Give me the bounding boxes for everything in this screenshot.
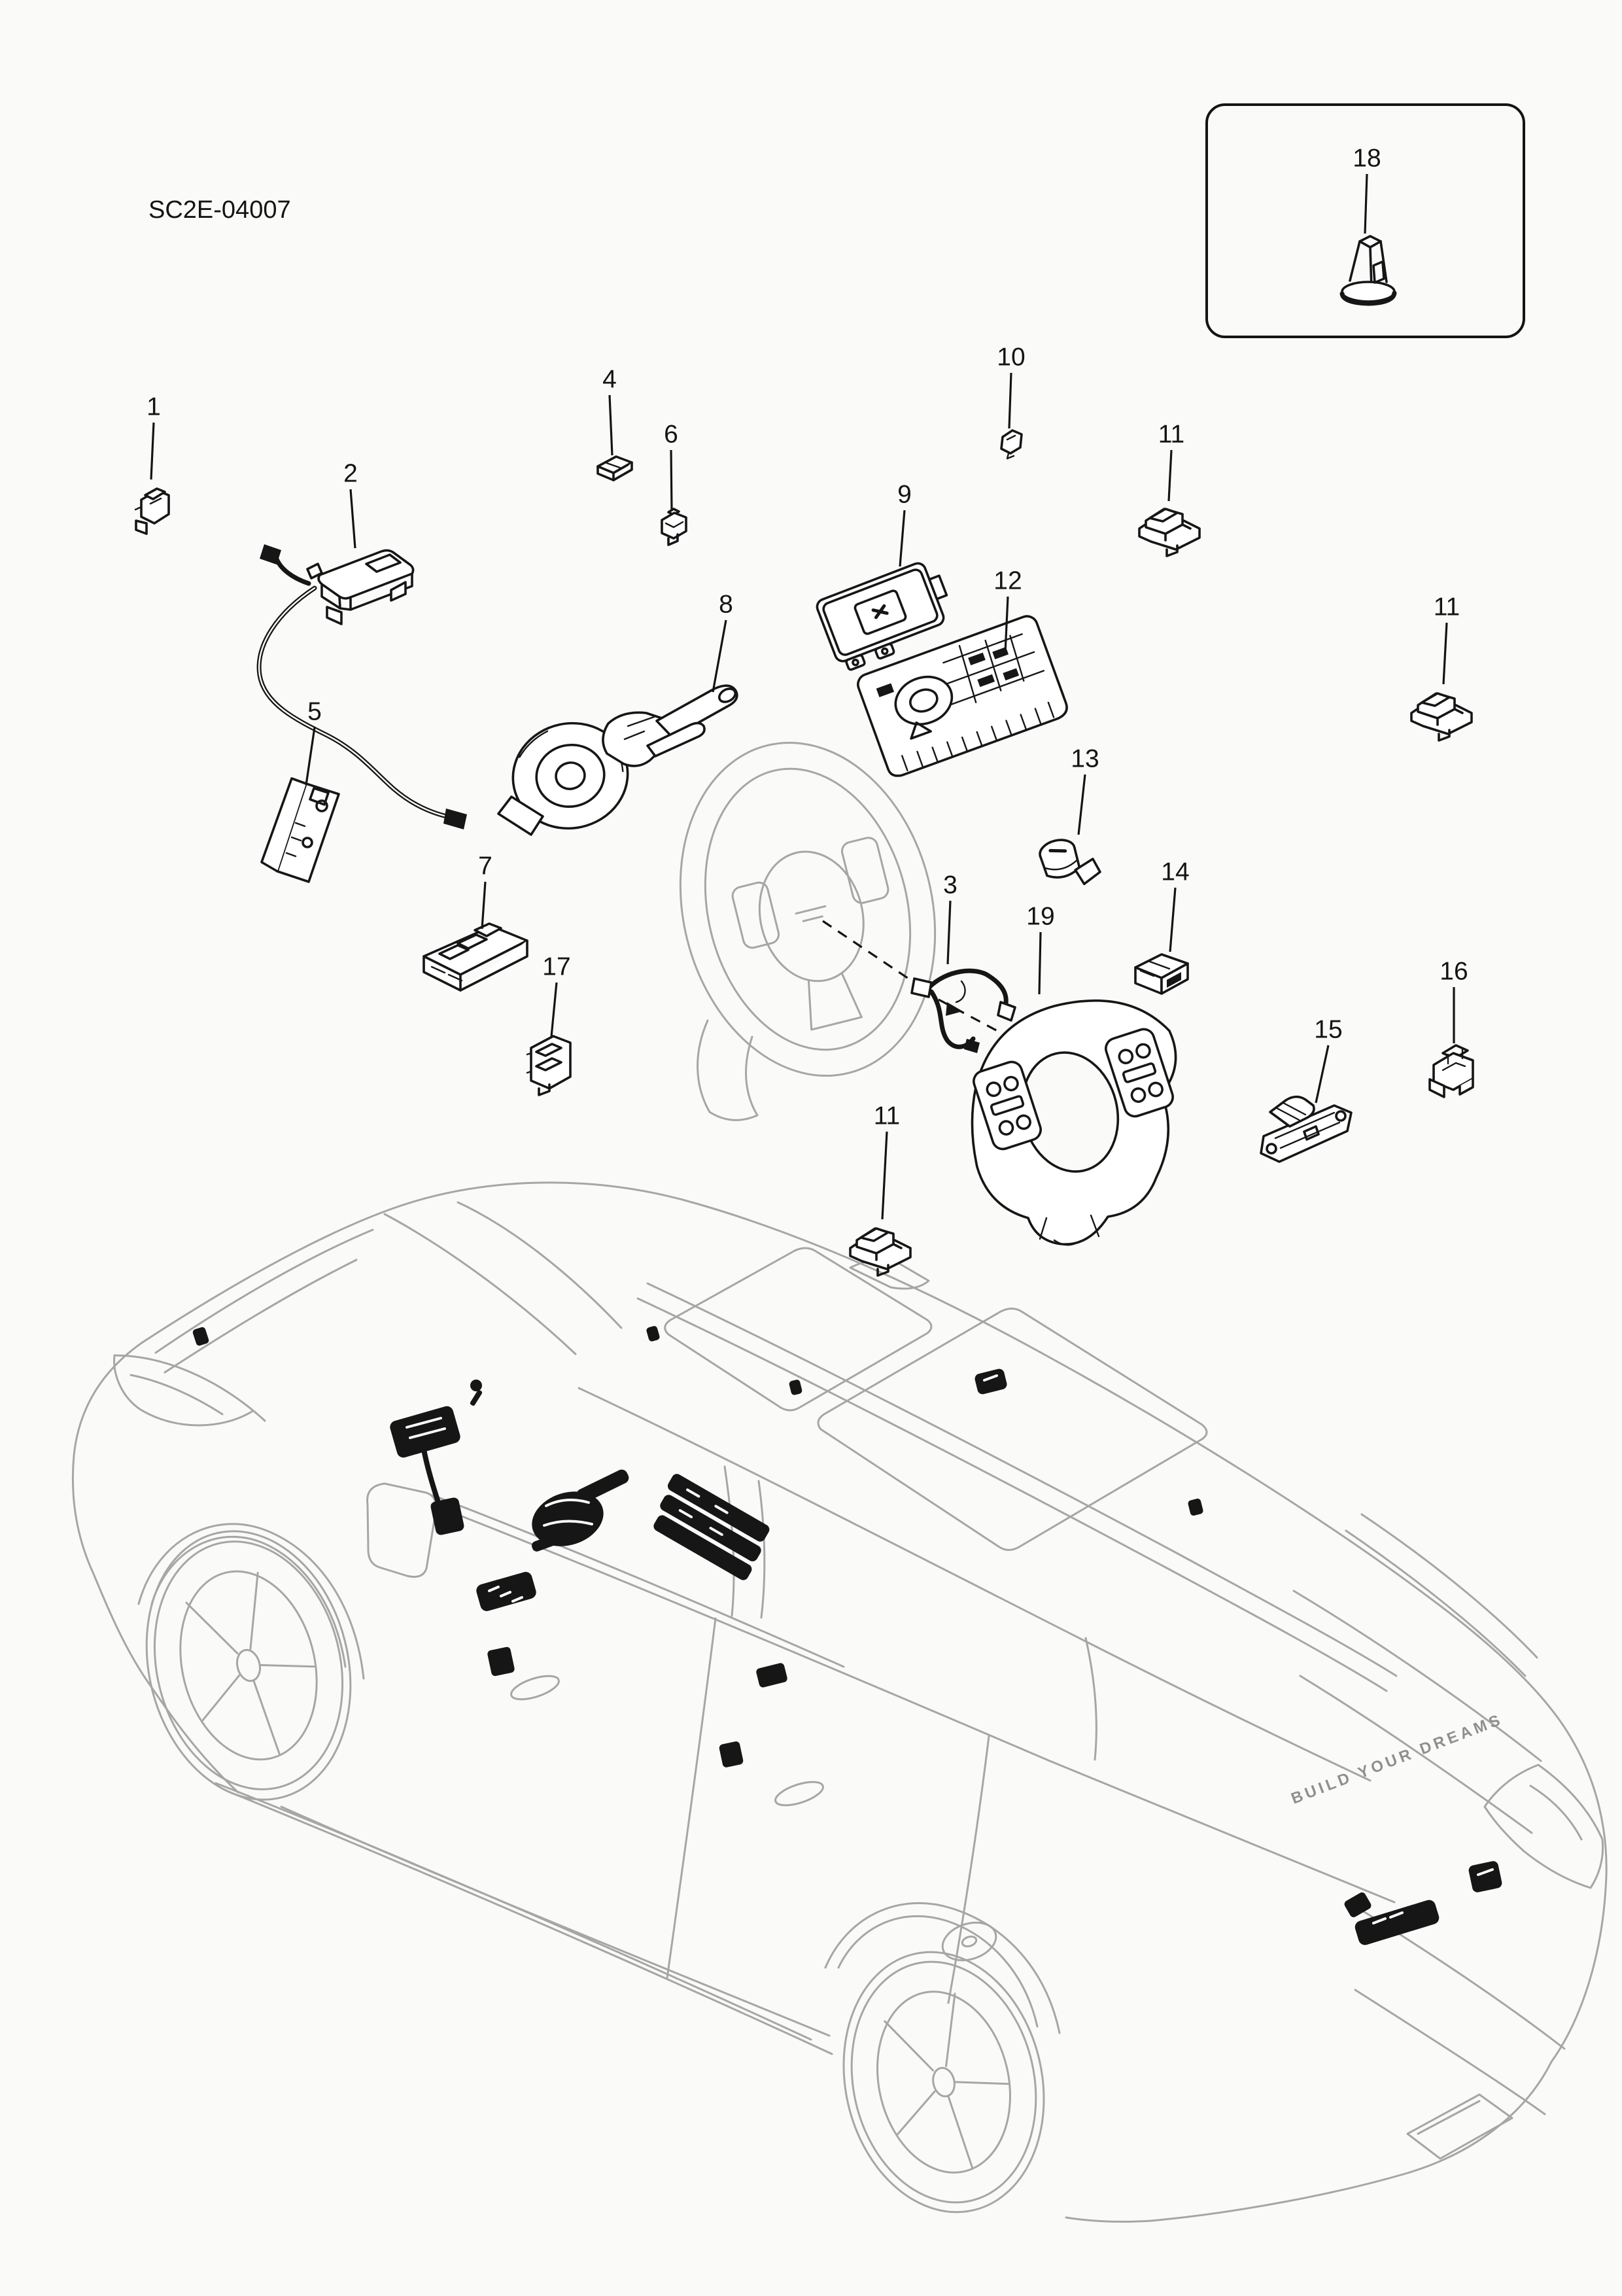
callout-14-label: 14: [1161, 858, 1189, 886]
callout-8-label: 8: [719, 591, 733, 619]
callout-11-leader: [1167, 449, 1173, 502]
callout-2-leader: [349, 489, 356, 549]
part-17-switch-bank: [526, 1035, 572, 1096]
callout-9-leader: [899, 510, 906, 567]
callout-14-leader: [1169, 887, 1177, 952]
callout-17-label: 17: [542, 953, 570, 981]
callout-6-label: 6: [664, 421, 678, 449]
callout-19-leader: [1038, 931, 1042, 995]
part-11-window-switch-a: [1138, 508, 1201, 557]
installed-parts-markers: [192, 1326, 1502, 1945]
rear-wheel: [842, 1951, 1045, 2214]
steering-wheel-illustration: [679, 741, 937, 1121]
callout-19-label: 19: [1026, 903, 1054, 931]
callout-10-label: 10: [997, 343, 1025, 372]
part-14-switch-box: [1134, 953, 1189, 995]
callout-7-leader: [481, 881, 487, 930]
callout-3-leader: [946, 900, 952, 965]
part-6-sensor-connector: [661, 508, 687, 546]
part-11-window-switch-b: [1410, 692, 1473, 742]
callout-11-leader: [1442, 622, 1448, 685]
inset-panel: [1205, 103, 1525, 338]
brand-emblem-text: BUILD YOUR DREAMS: [1288, 1711, 1505, 1808]
part-16-tailgate-switch: [1428, 1044, 1474, 1098]
callout-11-label: 11: [874, 1102, 901, 1130]
part-15-license-plate-lamp: [1260, 1095, 1353, 1163]
callout-12-label: 12: [993, 567, 1022, 595]
callout-11-label: 11: [1434, 593, 1460, 621]
callout-5-label: 5: [307, 698, 322, 726]
license-lamp-marker: [1344, 1892, 1440, 1945]
part-3-wiring-harness: [910, 968, 1016, 1053]
vehicle-outline-illustration: [71, 1181, 1608, 2223]
part-11-window-switch-c: [849, 1227, 912, 1277]
callout-13-label: 13: [1071, 745, 1099, 773]
callout-11-label: 11: [1158, 421, 1185, 449]
callout-8-leader: [712, 619, 727, 693]
combo-switch-marker: [532, 1469, 629, 1552]
callout-13-leader: [1077, 774, 1086, 835]
part-1-stop-lamp-switch: [134, 487, 170, 535]
part-9-control-module: [816, 562, 948, 671]
part-13-ignition-switch: [1039, 839, 1101, 886]
screw-marker: [470, 1380, 483, 1406]
callout-4-label: 4: [602, 366, 617, 394]
part-12-console-switch-panel: [857, 615, 1068, 777]
part-7-window-switch-panel: [423, 922, 528, 992]
callout-15-label: 15: [1314, 1016, 1342, 1044]
callout-4-leader: [608, 394, 613, 456]
module-harness-marker: [390, 1406, 464, 1535]
part-5-bracket: [260, 777, 340, 883]
callout-1-leader: [150, 422, 155, 480]
callout-16-label: 16: [1440, 958, 1468, 986]
part-10-sensor: [1000, 429, 1023, 460]
part-4-switch: [596, 455, 633, 481]
callout-1-label: 1: [147, 393, 161, 421]
part-8-combination-switch: [497, 684, 738, 836]
callout-18-leader: [1364, 173, 1368, 234]
callout-11-leader: [881, 1131, 888, 1220]
callout-2-label: 2: [343, 460, 358, 488]
callout-9-label: 9: [897, 481, 912, 509]
callout-7-label: 7: [478, 852, 492, 880]
callout-15-leader: [1315, 1045, 1330, 1104]
front-wheel: [145, 1530, 352, 1801]
dashed-reference-lines: [822, 920, 1008, 1037]
part-19-steering-wheel-switch-trim: [971, 999, 1177, 1246]
callout-18-label: 18: [1353, 145, 1381, 173]
callout-6-leader: [670, 449, 673, 510]
callout-5-leader: [305, 727, 316, 786]
part-18-clip: [1339, 235, 1397, 306]
callout-3-label: 3: [943, 871, 958, 899]
callout-12-leader: [1004, 596, 1009, 653]
page-title: SC2E-04007: [148, 196, 291, 224]
callout-17-leader: [550, 982, 558, 1037]
callout-10-leader: [1008, 372, 1012, 429]
